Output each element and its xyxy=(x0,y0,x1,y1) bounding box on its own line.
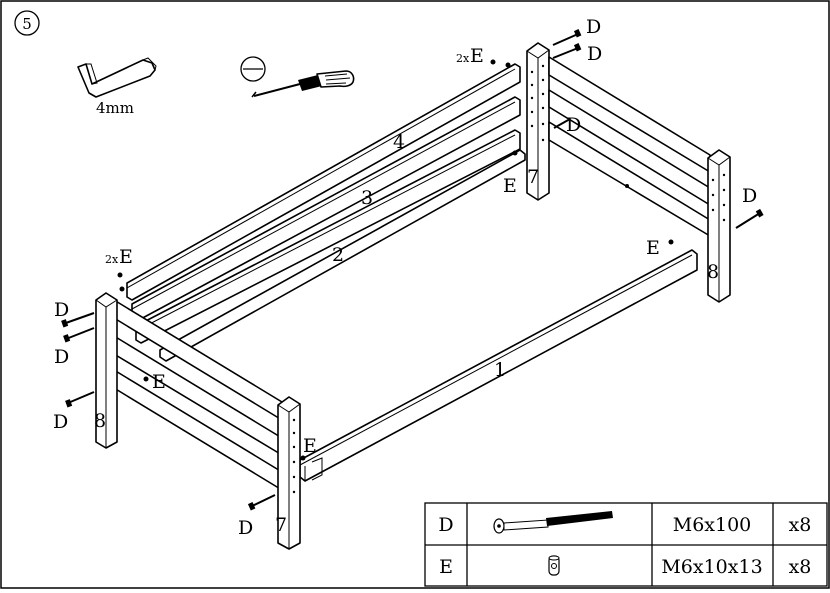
label-d-right: D xyxy=(742,185,757,207)
table-row-d-code: D xyxy=(438,514,453,536)
label-d-left-2: D xyxy=(54,346,69,368)
table-row-e-code: E xyxy=(439,556,453,578)
qty-prefix-left: 2x xyxy=(105,253,119,266)
table-row-d-size: M6x100 xyxy=(673,514,752,536)
label-d-mid: D xyxy=(566,114,581,136)
hex-key-size: 4mm xyxy=(96,99,134,117)
label-d-top-1: D xyxy=(586,16,601,38)
back-post-7 xyxy=(526,42,550,201)
hardware-table: D M6x100 x8 E M6x10x13 x8 xyxy=(424,502,828,587)
part-number-8-left: 8 xyxy=(94,410,106,432)
label-d-top-2: D xyxy=(587,43,602,65)
label-e-right: E xyxy=(646,237,660,259)
label-e-foot: E xyxy=(152,371,166,393)
label-e-front: E xyxy=(303,435,317,457)
label-d-bottom: D xyxy=(238,517,253,539)
label-e-rear: E xyxy=(503,175,517,197)
part-number-4: 4 xyxy=(393,131,405,153)
part-number-2: 2 xyxy=(332,244,344,266)
part-number-3: 3 xyxy=(361,187,373,209)
rear-rail-4 xyxy=(126,63,521,301)
bolt-icon xyxy=(493,511,613,534)
label-e-top: E xyxy=(470,45,484,67)
left-post-8 xyxy=(95,292,118,449)
headboard-back xyxy=(548,56,711,237)
part-number-7-front: 7 xyxy=(275,514,287,536)
rear-rail-3 xyxy=(131,96,521,322)
step-badge: 5 xyxy=(14,10,40,36)
hex-key-icon xyxy=(77,57,157,98)
label-e-left: E xyxy=(119,246,133,268)
part-number-1: 1 xyxy=(494,359,506,381)
bolt-d-group xyxy=(61,29,764,511)
support-rail-2-lower xyxy=(159,149,526,362)
label-d-left-1: D xyxy=(54,299,69,321)
part-number-7-back: 7 xyxy=(527,166,539,188)
barrel-nut-e-group xyxy=(117,59,674,461)
part-number-8-right: 8 xyxy=(707,261,719,283)
footboard-left xyxy=(113,299,283,491)
front-post-7 xyxy=(277,396,301,550)
flat-screwdriver-icon xyxy=(240,56,355,98)
rear-rail-2 xyxy=(135,129,521,344)
table-row-e-size: M6x10x13 xyxy=(661,556,762,578)
qty-prefix-top: 2x xyxy=(456,52,470,65)
step-number: 5 xyxy=(22,15,32,33)
barrel-nut-icon xyxy=(548,555,560,576)
front-right-post-8 xyxy=(707,149,731,303)
table-row-e-qty: x8 xyxy=(789,556,812,578)
label-d-left-3: D xyxy=(53,411,68,433)
table-row-d-qty: x8 xyxy=(789,514,812,536)
